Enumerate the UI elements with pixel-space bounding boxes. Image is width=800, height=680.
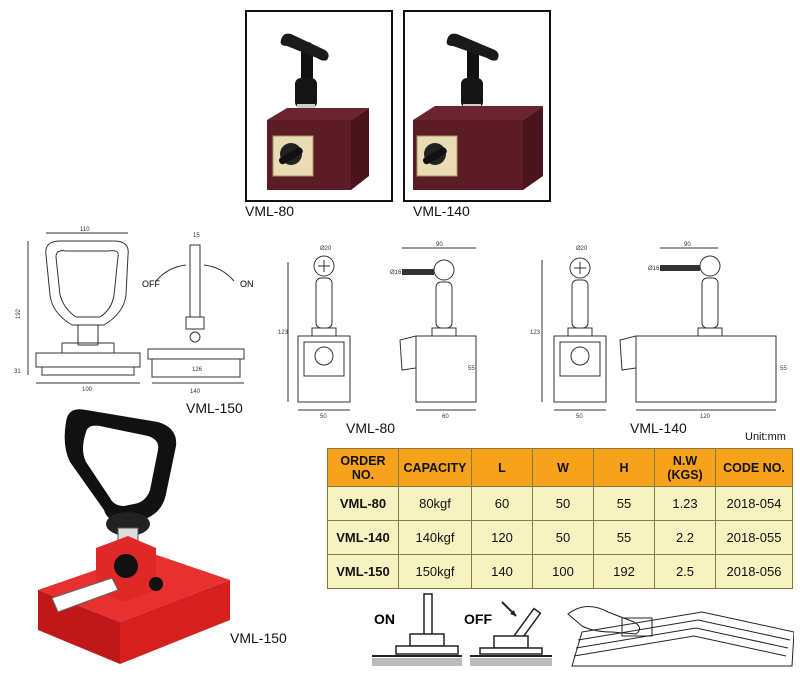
cell-order-no: VML-80 — [327, 486, 399, 521]
vml150-on-label: ON — [240, 279, 254, 289]
cell-nw: 1.23 — [654, 486, 716, 521]
photo-vml-140 — [403, 10, 551, 202]
vml150-off-label: OFF — [142, 279, 160, 289]
header-h: H — [593, 448, 655, 487]
photo-label-vml-80: VML-80 — [245, 203, 295, 219]
header-code-no: CODE NO. — [715, 448, 793, 487]
cell-h: 55 — [593, 486, 655, 521]
table-row: VML-150 150kgf 140 100 192 2.5 2018-056 — [327, 554, 793, 589]
drawing-label-vml-140: VML-140 — [630, 420, 687, 436]
header-l: L — [471, 448, 533, 487]
vml140-dim-dia: Ø20 — [576, 246, 588, 252]
header-nw: N.W (KGS) — [654, 448, 716, 487]
photo-vml-150 — [38, 409, 230, 664]
vml140-dim-length: 120 — [700, 414, 711, 418]
table-row: VML-140 140kgf 120 50 55 2.2 2018-055 — [327, 520, 793, 555]
photo-label-vml-140: VML-140 — [413, 203, 470, 219]
vml150-dim-width-top: 110 — [80, 227, 90, 233]
cell-code-no: 2018-054 — [715, 486, 793, 521]
vml150-dim-width-bottom: 100 — [82, 387, 93, 393]
usage-off-label: OFF — [464, 611, 492, 627]
cell-capacity: 80kgf — [398, 486, 472, 521]
cell-w: 50 — [532, 520, 594, 555]
cell-nw: 2.5 — [654, 554, 716, 589]
cell-nw: 2.2 — [654, 520, 716, 555]
cell-order-no: VML-140 — [327, 520, 399, 555]
vml140-dim-height: 123 — [530, 330, 541, 336]
cell-order-no: VML-150 — [327, 554, 399, 589]
vml140-dim-t-width: 90 — [684, 242, 691, 248]
cell-w: 100 — [532, 554, 594, 589]
vml150-dim-height: 192 — [16, 308, 22, 319]
vml150-dim-base-length: 140 — [190, 389, 201, 395]
vml140-dim-t-dia: Ø16 — [648, 266, 660, 272]
unit-label: Unit:mm — [745, 431, 786, 443]
usage-diagram: ON OFF — [372, 593, 794, 667]
table-row: VML-80 80kgf 60 50 55 1.23 2018-054 — [327, 486, 793, 521]
spec-table: ORDER NO. CAPACITY L W H N.W (KGS) CODE … — [327, 448, 793, 589]
cell-l: 60 — [471, 486, 533, 521]
cell-l: 140 — [471, 554, 533, 589]
vml80-dim-width: 50 — [320, 414, 327, 418]
drawing-vml-140: Ø20 123 50 90 Ø16 55 120 — [530, 242, 787, 418]
vml140-dim-body-h: 55 — [780, 366, 787, 372]
vml150-dim-base-height: 31 — [14, 369, 21, 375]
vml-140-photo-image — [413, 33, 543, 190]
drawing-label-vml-80: VML-80 — [346, 420, 396, 436]
cell-w: 50 — [532, 486, 594, 521]
cell-l: 120 — [471, 520, 533, 555]
photo-vml-80 — [245, 10, 393, 202]
cell-h: 192 — [593, 554, 655, 589]
vml80-dim-t-dia: Ø16 — [390, 270, 402, 276]
drawing-label-vml-150: VML-150 — [186, 400, 243, 416]
vml80-dim-dia: Ø20 — [320, 246, 332, 252]
vml150-dim-knob: 15 — [193, 233, 200, 239]
vml80-dim-body-h: 55 — [468, 366, 475, 372]
usage-on-label: ON — [374, 611, 395, 627]
table-header-row: ORDER NO. CAPACITY L W H N.W (KGS) CODE … — [327, 448, 793, 487]
vml-80-photo-image — [267, 33, 369, 190]
vml140-dim-width: 50 — [576, 414, 583, 418]
photo-label-vml-150: VML-150 — [230, 630, 287, 646]
cell-code-no: 2018-056 — [715, 554, 793, 589]
header-w: W — [532, 448, 594, 487]
vml80-dim-height: 123 — [278, 330, 289, 336]
header-capacity: CAPACITY — [398, 448, 472, 487]
vml80-dim-t-width: 90 — [436, 242, 443, 248]
cell-code-no: 2018-055 — [715, 520, 793, 555]
drawing-vml-150: 110 192 31 100 15 126 140 OFF ON — [14, 227, 254, 395]
cell-h: 55 — [593, 520, 655, 555]
vml80-dim-length: 60 — [442, 414, 449, 418]
cell-capacity: 150kgf — [398, 554, 472, 589]
vml150-dim-side-length: 126 — [192, 367, 203, 373]
cell-capacity: 140kgf — [398, 520, 472, 555]
drawing-vml-80: Ø20 123 50 90 Ø16 55 60 — [278, 242, 477, 418]
header-order-no: ORDER NO. — [327, 448, 399, 487]
